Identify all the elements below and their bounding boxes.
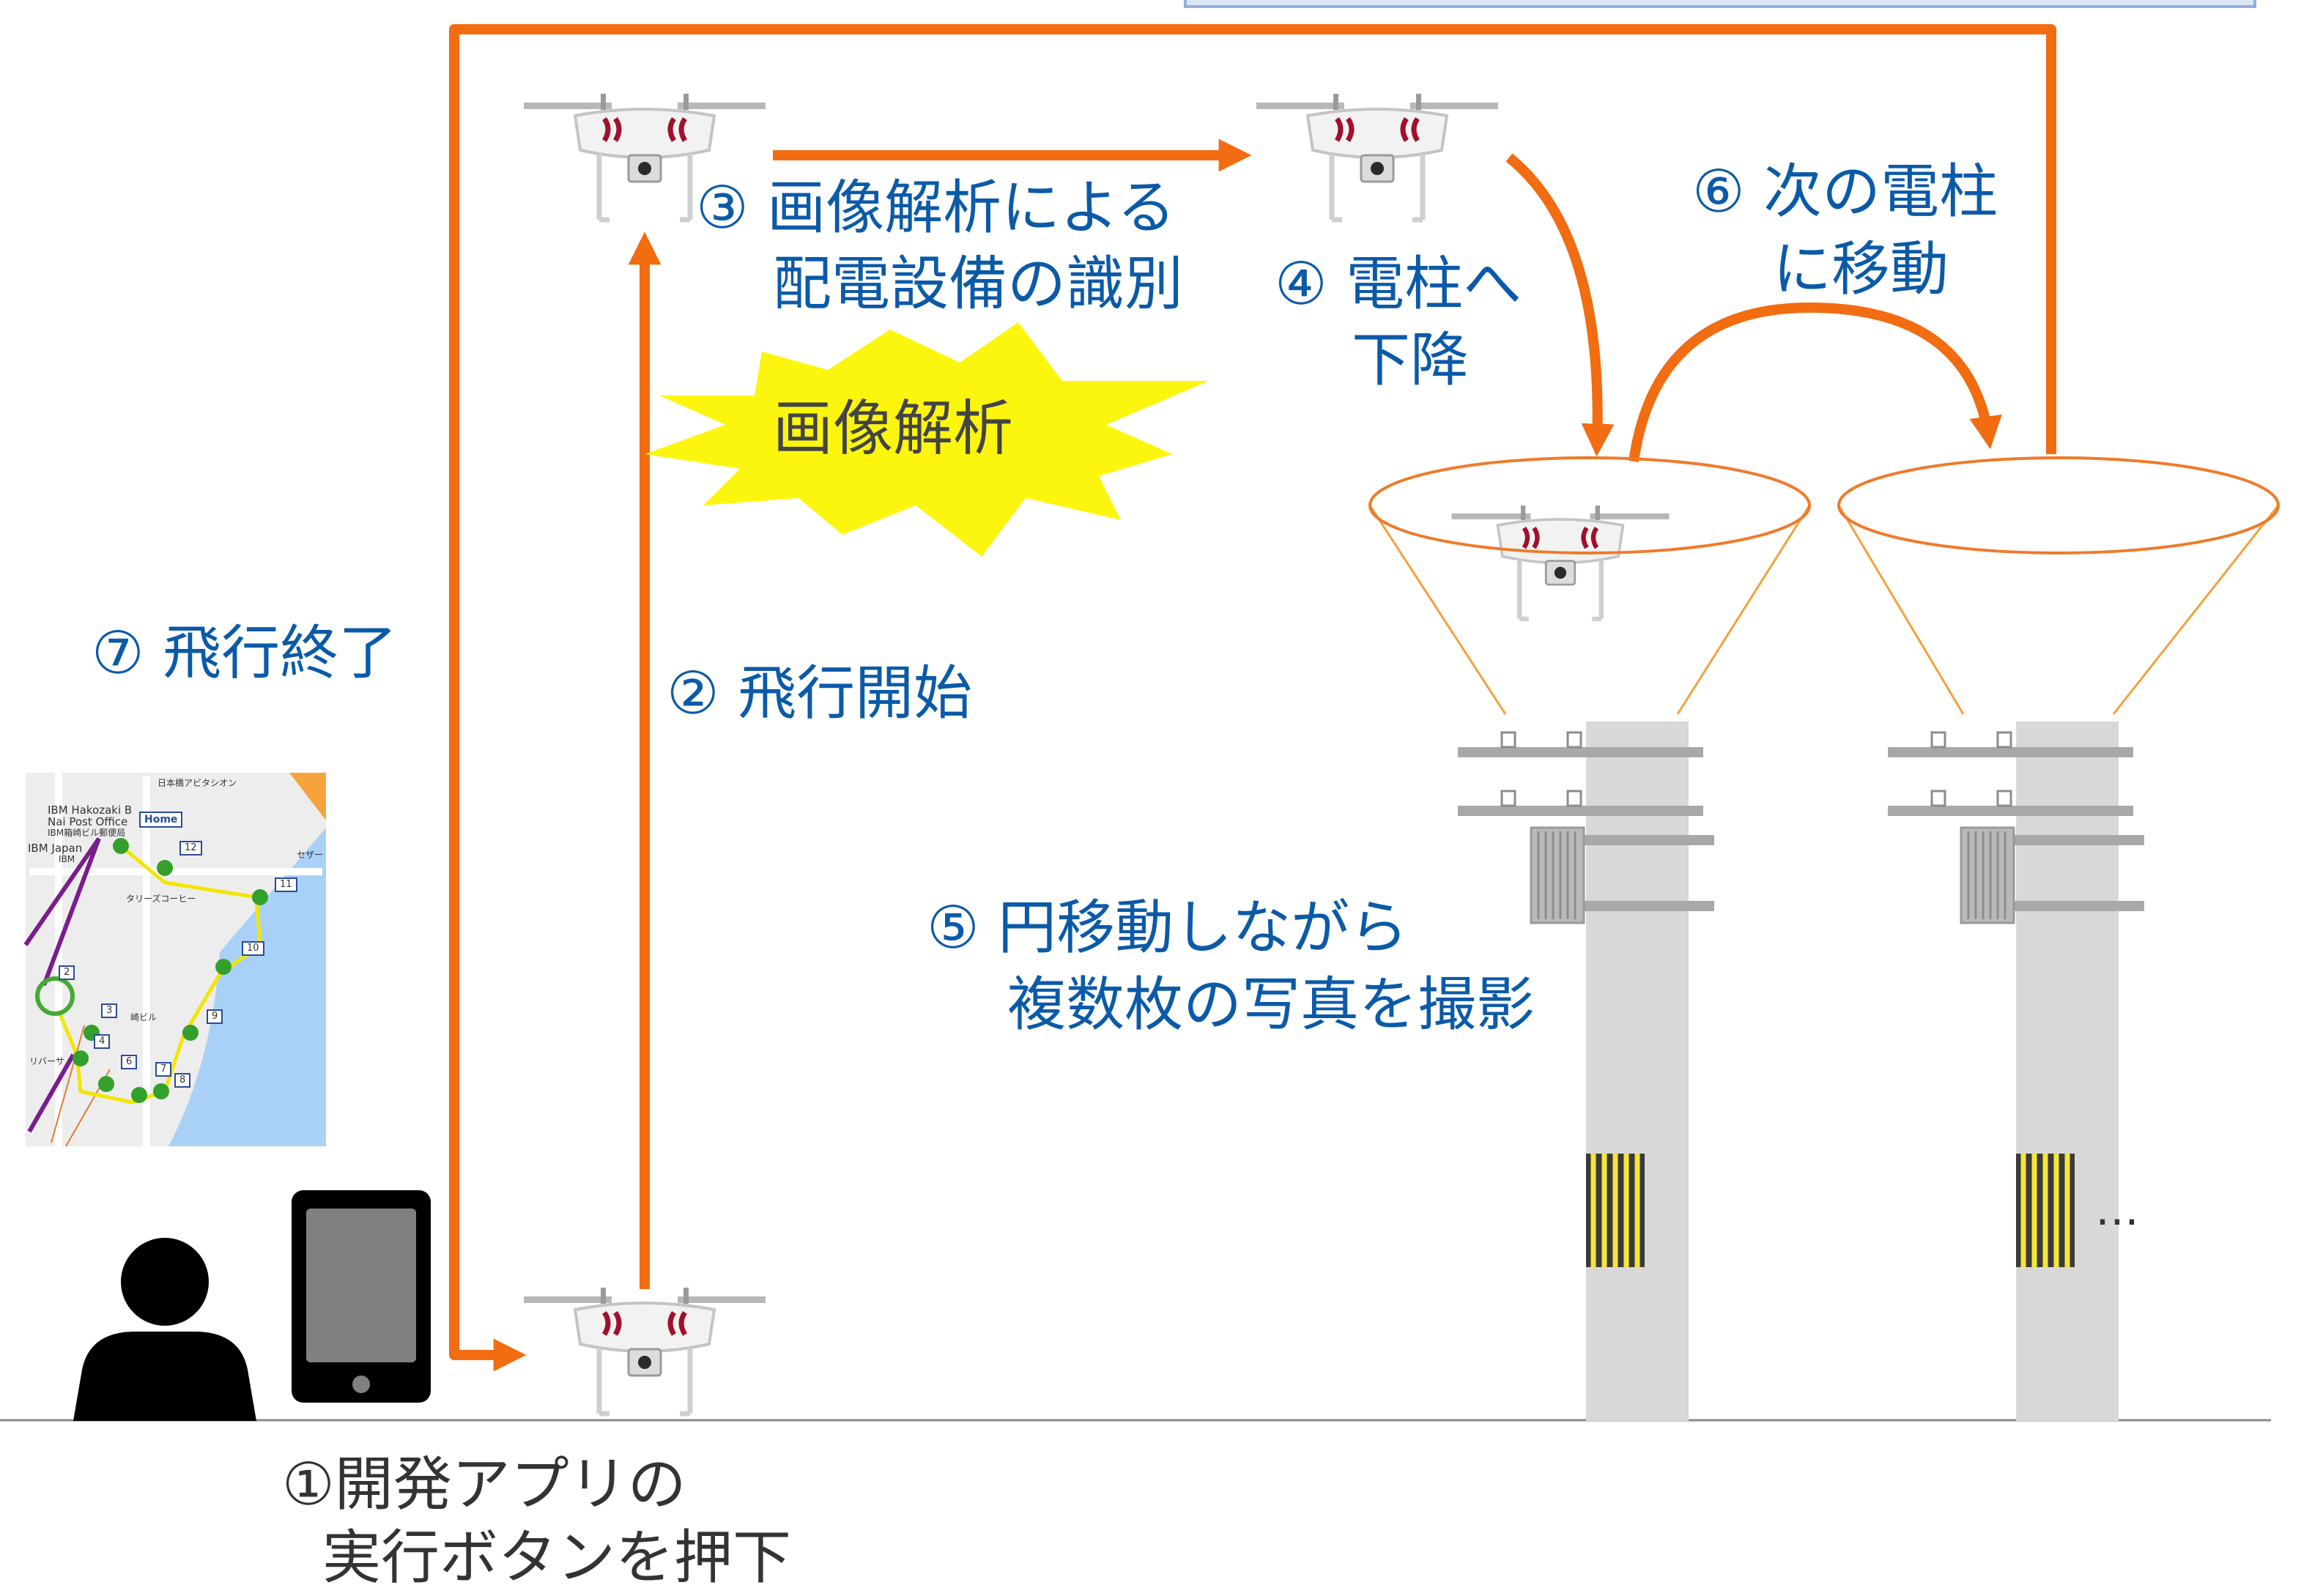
step2-label: ② 飛行開始 [667, 659, 973, 727]
map-label: IBM Japan [28, 842, 83, 855]
step3-label-line1: ③ 画像解析による [696, 174, 1176, 242]
utility-pole-icon-2 [1888, 721, 2144, 1421]
map-label: IBM箱崎ビル郵便局 [48, 828, 126, 838]
map-label: セザー [297, 850, 324, 860]
tablet-icon [292, 1190, 431, 1403]
map-label: タリーズコーヒー [126, 894, 196, 904]
step4-label-line1: ④ 電柱へ [1275, 250, 1522, 318]
map-home-marker: Home [139, 812, 183, 828]
map-waypoint: 4 [94, 1034, 111, 1049]
map-waypoint: 3 [101, 1003, 118, 1018]
ellipsis: … [2095, 1184, 2139, 1236]
map-waypoint: 11 [275, 877, 297, 892]
step1-label-line2: 実行ボタンを押下 [322, 1523, 791, 1592]
camera-cone-2 [1837, 456, 2280, 715]
map-label: Nai Post Office [48, 815, 128, 828]
map-label: リバーサ [29, 1056, 64, 1066]
map-waypoint: 2 [59, 965, 75, 980]
return-loop-arrow [449, 24, 2056, 1372]
step6-label-line2: に移動 [1773, 235, 1949, 303]
map-waypoint: 7 [155, 1062, 172, 1077]
image-analysis-label: 画像解析 [773, 394, 1014, 464]
person-icon [73, 1238, 256, 1421]
utility-pole-icon-1 [1458, 721, 1714, 1421]
descend-arrow [1505, 153, 1615, 457]
camera-cone-1 [1368, 456, 1811, 715]
map-label: 崎ビル [130, 1012, 158, 1022]
map-waypoint: 8 [174, 1073, 191, 1088]
map-waypoint: 9 [207, 1009, 223, 1024]
step7-label: ⑦ 飛行終了 [92, 619, 398, 687]
drone-icon-inspecting [1452, 505, 1670, 619]
step6-label-line1: ⑥ 次の電柱 [1692, 157, 1998, 226]
top-panel-edge [1184, 0, 2256, 8]
step3-label-line2: 配電設備の識別 [773, 250, 1183, 318]
step5-label-line1: ⑤ 円移動しながら [927, 894, 1409, 962]
drone-icon-top-right [1256, 94, 1498, 220]
starburst-icon [645, 322, 1209, 557]
map-label: IBM Hakozaki B [48, 803, 133, 817]
map-label: IBM [59, 854, 75, 864]
step1-label-line1: ①開発アプリの [282, 1450, 686, 1518]
map-label: 日本橋アビタシオン [158, 778, 237, 788]
step4-label-line2: 下降 [1352, 326, 1469, 394]
map-waypoint: 10 [242, 941, 264, 956]
step5-label-line2: 複数枚の写真を撮影 [1007, 970, 1535, 1039]
drone-icon-ground [524, 1288, 766, 1414]
next-pole-arrow [1629, 302, 2002, 462]
map-waypoint: 12 [179, 841, 202, 855]
map-waypoint: 6 [121, 1055, 138, 1069]
